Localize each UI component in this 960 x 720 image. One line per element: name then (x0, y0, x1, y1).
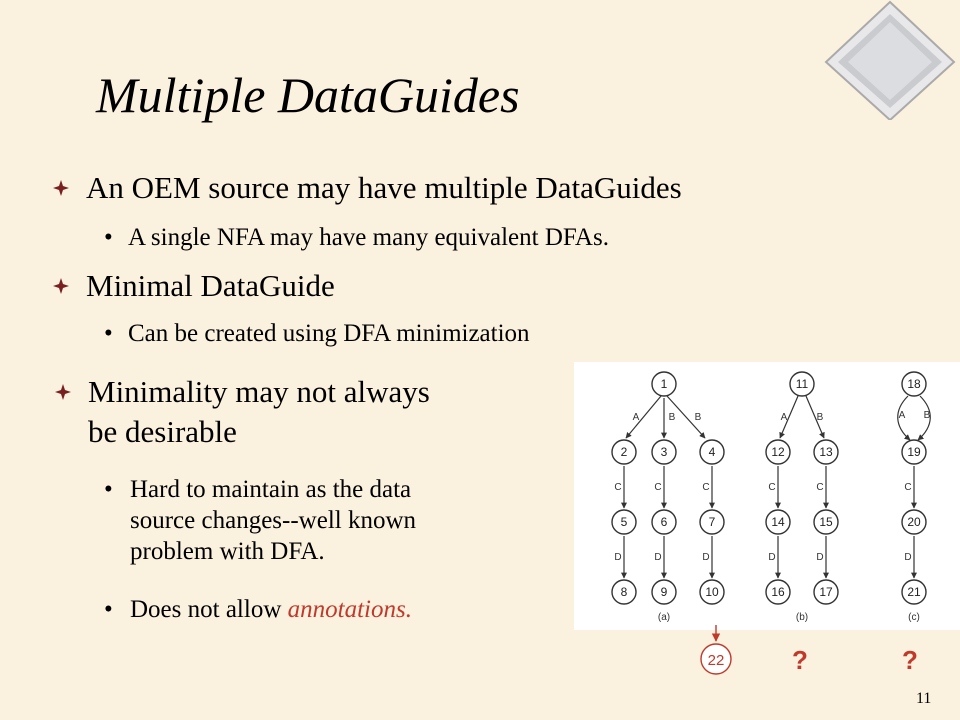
annotations-highlight: annotations. (287, 596, 412, 623)
diamond-decoration-icon (824, 0, 956, 120)
diamond-bullet-icon (53, 278, 69, 294)
sub-bullet-hard-to-maintain: • Hard to maintain as the data source ch… (104, 474, 417, 567)
edge-label: C (614, 482, 621, 493)
node-label: 16 (771, 585, 785, 599)
node-label: 11 (796, 377, 809, 391)
edge-label: B (817, 412, 824, 423)
edge-label: C (702, 482, 709, 493)
node-label: 19 (907, 445, 921, 459)
bullet-minimality: Minimality may not always be desirable (55, 372, 430, 452)
edge-label: B (695, 412, 702, 423)
bullet-minimal-dataguide: Minimal DataGuide (53, 268, 335, 304)
node-label: 9 (661, 585, 668, 599)
node-label: 2 (621, 445, 628, 459)
slide-title: Multiple DataGuides (96, 67, 520, 123)
page-number: 11 (916, 690, 932, 707)
sub-bullet-line: problem with DFA. (130, 538, 325, 565)
dot-bullet-icon: • (104, 320, 113, 347)
sub-bullet-text: Can be created using DFA minimization (128, 320, 530, 347)
node-label: 1 (661, 377, 668, 391)
node-label: 18 (907, 377, 921, 391)
edge-label: B (669, 412, 676, 423)
annotation-node (700, 643, 732, 675)
edge-label: D (614, 552, 621, 563)
question-mark-b: ? (792, 645, 808, 675)
edge-label: B (924, 410, 931, 421)
edge-label: C (654, 482, 661, 493)
tree-caption: (c) (908, 612, 920, 623)
annotation-node-label: 22 (708, 652, 725, 669)
dataguide-diagram: 1 2 3 4 5 6 7 8 9 10 11 12 13 14 15 16 1… (574, 362, 960, 630)
node-label: 6 (661, 515, 668, 529)
node-label: 3 (661, 445, 668, 459)
node-label: 4 (709, 445, 716, 459)
bullet-line: be desirable (88, 414, 237, 449)
edge-label: D (654, 552, 661, 563)
node-label: 8 (621, 585, 628, 599)
diamond-bullet-icon (53, 180, 69, 196)
node-label: 7 (709, 515, 716, 529)
node-label: 13 (819, 445, 833, 459)
edge-label: C (904, 482, 911, 493)
sub-bullet-dfa-minimization: • Can be created using DFA minimization (104, 320, 530, 348)
diamond-bullet-icon (55, 384, 71, 400)
node-label: 20 (907, 515, 921, 529)
sub-bullet-line: Hard to maintain as the data (130, 476, 412, 503)
sub-bullet-text: Does not allow (130, 596, 288, 623)
edge-label: A (781, 412, 788, 423)
node-label: 17 (819, 585, 833, 599)
sub-bullet-line: source changes--well known (130, 507, 417, 534)
node-label: 10 (705, 585, 719, 599)
dot-bullet-icon: • (104, 224, 113, 251)
node-label: 12 (771, 445, 785, 459)
node-label: 15 (819, 515, 833, 529)
dot-bullet-icon: • (104, 476, 113, 503)
tree-caption: (a) (658, 612, 670, 623)
node-label: 14 (771, 515, 785, 529)
dot-bullet-icon: • (104, 596, 113, 623)
bullet-text: Minimal DataGuide (86, 268, 335, 303)
annotation-additions: 22 ? ? (700, 625, 918, 675)
sub-bullet-text: A single NFA may have many equivalent DF… (128, 224, 609, 251)
edge-label: A (899, 410, 906, 421)
edge-label: C (816, 482, 823, 493)
bullet-text: An OEM source may have multiple DataGuid… (86, 170, 682, 205)
edge-label: C (768, 482, 775, 493)
edge-label: D (768, 552, 775, 563)
node-label: 21 (907, 585, 921, 599)
edge-label: D (702, 552, 709, 563)
edge-label: D (816, 552, 823, 563)
bullet-line: Minimality may not always (88, 374, 430, 409)
question-mark-c: ? (902, 645, 918, 675)
sub-bullet-nfa: • A single NFA may have many equivalent … (104, 224, 609, 252)
edge-label: A (633, 412, 640, 423)
bullet-oem-source: An OEM source may have multiple DataGuid… (53, 170, 682, 206)
sub-bullet-annotations: • Does not allow annotations. (104, 594, 412, 625)
node-label: 5 (621, 515, 628, 529)
tree-caption: (b) (796, 612, 808, 623)
edge-label: D (904, 552, 911, 563)
